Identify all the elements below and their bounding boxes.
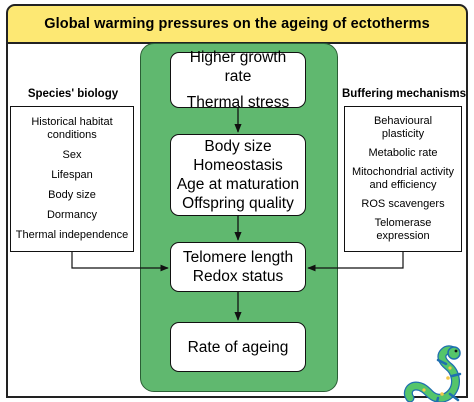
life-history-box: Body size Homeostasis Age at maturation …	[170, 134, 306, 216]
buffering-mechanisms-title: Buffering mechanisms	[342, 88, 466, 100]
body-size-label: Body size	[204, 138, 272, 155]
telomere-redox-box: Telomere length Redox status	[170, 242, 306, 292]
telomere-length-label: Telomere length	[182, 249, 294, 266]
list-item: Sex	[62, 149, 82, 161]
buffering-mechanisms-list: Behavioural plasticity Metabolic rate Mi…	[344, 106, 462, 252]
lizard-icon	[403, 345, 462, 402]
list-item: Lifespan	[51, 169, 93, 181]
arrow-buffering-to-telomere	[307, 252, 404, 272]
list-item: Dormancy	[46, 209, 98, 221]
redox-status-label: Redox status	[192, 268, 284, 285]
species-biology-title: Species' biology	[27, 88, 119, 100]
list-item: Metabolic rate	[368, 147, 438, 159]
thermal-stress-label: Thermal stress	[186, 94, 290, 111]
list-item: Historical habitat conditions	[31, 116, 113, 141]
diagram-title: Global warming pressures on the ageing o…	[6, 4, 468, 44]
list-item: ROS scavengers	[361, 198, 445, 210]
growth-stress-box: Higher growth rate Thermal stress	[170, 49, 306, 111]
list-item: Thermal independence	[15, 229, 129, 241]
arrow-species-to-telomere	[71, 252, 169, 272]
offspring-quality-label: Offspring quality	[182, 195, 294, 212]
species-biology-list: Historical habitat conditions Sex Lifesp…	[10, 106, 134, 252]
list-item: Body size	[48, 189, 96, 201]
homeostasis-label: Homeostasis	[193, 157, 283, 174]
rate-of-ageing-box: Rate of ageing	[170, 322, 306, 372]
age-at-maturation-label: Age at maturation	[176, 176, 300, 193]
list-item: Mitochondrial activity and efficiency	[351, 166, 455, 191]
higher-growth-rate-label: Higher growth rate	[189, 49, 287, 85]
list-item: Behavioural plasticity	[373, 115, 433, 140]
list-item: Telomerase expression	[374, 217, 432, 242]
rate-of-ageing-label: Rate of ageing	[187, 338, 289, 356]
